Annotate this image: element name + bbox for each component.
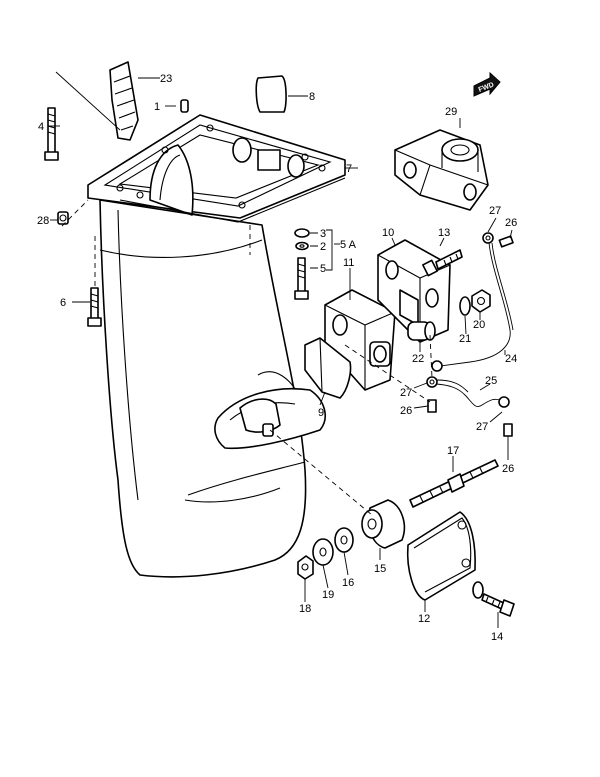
part-17-stud	[409, 459, 499, 508]
callout-28: 28	[37, 215, 49, 227]
callout-4: 4	[38, 121, 44, 133]
callout-11: 11	[343, 257, 354, 269]
part-15-rubber	[361, 499, 406, 549]
callout-24: 24	[505, 353, 517, 365]
part-24-lead	[431, 242, 514, 372]
callout-26-right: 26	[502, 463, 514, 475]
callout-15: 15	[374, 563, 386, 575]
callout-26-top: 26	[505, 217, 517, 229]
part-8-cap	[255, 75, 287, 113]
part-4-bolt	[44, 107, 59, 161]
callout-22: 22	[412, 353, 424, 365]
callout-21: 21	[459, 333, 471, 345]
part-28-bolt	[57, 211, 69, 225]
callout-6: 6	[60, 297, 66, 309]
fwd-arrow-icon: FWD	[473, 71, 501, 97]
callout-29: 29	[445, 106, 457, 118]
part-27-terminal-mid	[426, 376, 438, 388]
part-19-washer	[312, 538, 334, 566]
part-5-bolt	[294, 257, 309, 300]
callout-12: 12	[418, 613, 430, 625]
callout-1: 1	[154, 101, 160, 113]
driveshaft-housing	[99, 199, 326, 578]
part-27-terminal-top	[482, 232, 494, 244]
callout-18: 18	[299, 603, 311, 615]
callout-26-mid: 26	[400, 405, 412, 417]
part-9-pad	[304, 337, 352, 399]
part-26-screw-top	[498, 235, 514, 248]
callout-10: 10	[382, 227, 394, 239]
part-13-bolt	[422, 249, 463, 277]
part-2-washer	[295, 241, 309, 251]
part-14-bolt	[472, 581, 515, 617]
part-1-pin	[180, 99, 189, 113]
part-12-cover	[406, 511, 476, 601]
callout-25: 25	[485, 375, 497, 387]
callout-5: 5	[320, 263, 326, 275]
callout-19: 19	[322, 589, 334, 601]
callout-labels: 23 1 4 8 29 7 28 27 26 3 2 5 A 5 10 13 1…	[37, 73, 517, 643]
part-20-nut	[471, 289, 491, 313]
part-3-washer	[294, 228, 310, 238]
callout-17: 17	[447, 445, 459, 457]
part-26-screw-right	[503, 423, 513, 437]
part-6-bolt	[87, 287, 102, 327]
callout-3: 3	[320, 228, 326, 240]
callout-23: 23	[160, 73, 172, 85]
part-22-spacer	[407, 321, 436, 341]
callout-14: 14	[491, 631, 503, 643]
callout-27-mid: 27	[400, 387, 412, 399]
callout-27-top: 27	[489, 205, 501, 217]
callout-9: 9	[318, 407, 324, 419]
callout-16: 16	[342, 577, 354, 589]
leader-lines	[48, 71, 513, 628]
callout-20: 20	[473, 319, 485, 331]
part-16-washer	[334, 527, 354, 553]
part-29-bracket	[394, 129, 489, 211]
part-18-nut	[297, 555, 314, 580]
upper-mount-frame	[87, 114, 346, 255]
part-21-washer	[459, 296, 471, 316]
part-11-mount	[324, 289, 396, 391]
callout-7: 7	[346, 163, 352, 175]
part-23-tube	[109, 61, 139, 141]
callout-2: 2	[320, 241, 326, 253]
callout-8: 8	[309, 91, 315, 103]
part-25-lead	[435, 379, 510, 408]
callout-27-right: 27	[476, 421, 488, 433]
callout-5a: 5 A	[340, 239, 357, 251]
callout-13: 13	[438, 227, 450, 239]
